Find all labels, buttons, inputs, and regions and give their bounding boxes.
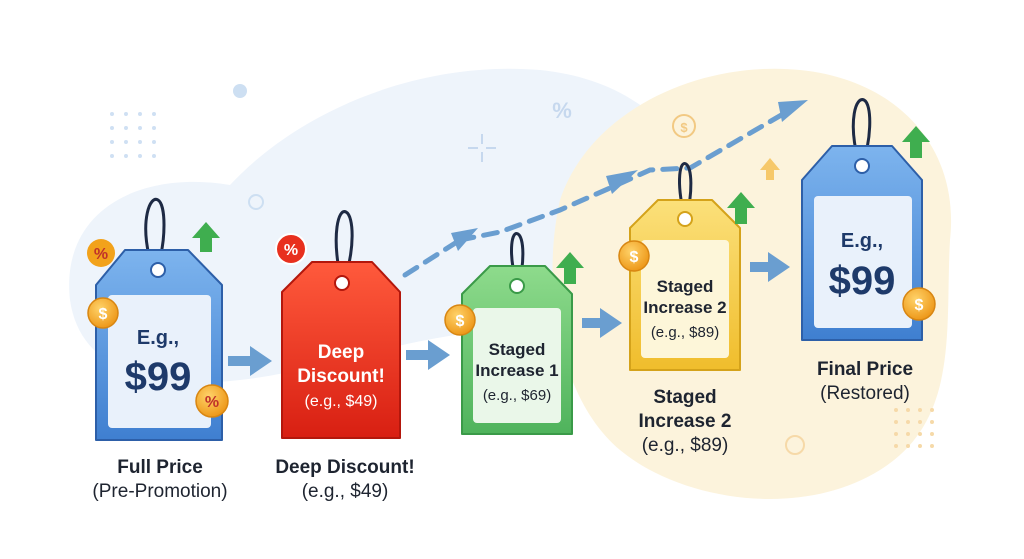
decor-circle bbox=[233, 84, 247, 98]
caption-final-price-title: Final Price bbox=[816, 359, 914, 380]
svg-text:%: % bbox=[284, 242, 298, 259]
price-tag-staged-increase-1: Staged Increase 1 (e.g., $69) bbox=[461, 232, 573, 435]
up-arrow-icon bbox=[902, 126, 930, 158]
sparkle-icon bbox=[468, 134, 496, 162]
trend-arrow-head-2 bbox=[606, 170, 638, 194]
percent-coin-icon: % bbox=[195, 384, 229, 418]
price-tag-final-price: E.g., $99 bbox=[801, 98, 923, 341]
caption-full-price: Full Price (Pre-Promotion) bbox=[60, 456, 260, 504]
caption-deep-discount-sub: (e.g., $49) bbox=[301, 481, 389, 502]
tag-3-line-1: Staged bbox=[489, 340, 546, 359]
tag-1-price: $99 bbox=[125, 355, 192, 399]
flow-arrow-3 bbox=[582, 308, 622, 338]
percent-badge-icon: % bbox=[87, 239, 115, 267]
caption-staged-increase-2-line-1: Staged bbox=[653, 387, 717, 408]
flow-arrow-4 bbox=[750, 252, 790, 282]
caption-staged-increase-2-sub: (e.g., $89) bbox=[641, 435, 729, 456]
tag-3-line-2: Increase 1 bbox=[475, 361, 558, 380]
tag-2-line-3: (e.g., $49) bbox=[305, 393, 378, 410]
flow-arrow-2 bbox=[406, 340, 450, 370]
price-tag-full-price: E.g., $99 bbox=[95, 197, 223, 441]
caption-staged-increase-2-line-2: Increase 2 bbox=[638, 411, 732, 432]
svg-text:$: $ bbox=[456, 313, 465, 330]
tag-2-line-2: Discount! bbox=[297, 366, 385, 387]
price-tag-staged-increase-2: Staged Increase 2 (e.g., $89) bbox=[629, 162, 741, 371]
trend-arrow-head-3 bbox=[778, 100, 808, 122]
caption-staged-increase-2: Staged Increase 2 (e.g., $89) bbox=[600, 386, 770, 458]
coin-icon: $ bbox=[444, 304, 476, 336]
caption-deep-discount: Deep Discount! (e.g., $49) bbox=[250, 456, 440, 504]
trend-arrow-head-1 bbox=[451, 228, 478, 251]
caption-final-price-sub: (Restored) bbox=[820, 383, 910, 404]
tag-4-line-1: Staged bbox=[657, 277, 714, 296]
caption-final-price: Final Price (Restored) bbox=[780, 358, 950, 406]
svg-text:%: % bbox=[205, 394, 219, 411]
coin-icon: $ bbox=[902, 287, 936, 321]
decor-ring bbox=[248, 194, 264, 210]
tag-3-line-3: (e.g., $69) bbox=[483, 387, 551, 404]
svg-text:%: % bbox=[94, 246, 108, 263]
svg-text:$: $ bbox=[680, 120, 688, 135]
up-arrow-icon bbox=[556, 252, 584, 284]
svg-text:$: $ bbox=[915, 297, 924, 314]
svg-text:$: $ bbox=[630, 249, 639, 266]
decor-up-arrow-icon bbox=[760, 158, 780, 180]
decor-dots-right bbox=[894, 408, 934, 448]
decor-ring-yellow bbox=[785, 435, 805, 455]
tag-2-line-1: Deep bbox=[318, 342, 364, 363]
flow-arrow-1 bbox=[228, 346, 272, 376]
decor-dots-left bbox=[110, 112, 156, 158]
tag-1-line-1: E.g., bbox=[137, 327, 179, 349]
tag-5-line-1: E.g., bbox=[841, 230, 883, 252]
caption-deep-discount-title: Deep Discount! bbox=[275, 457, 415, 478]
svg-text:$: $ bbox=[99, 306, 108, 323]
tag-4-line-2: Increase 2 bbox=[643, 298, 726, 317]
decor-percent-icon: % bbox=[552, 98, 572, 123]
tag-4-line-3: (e.g., $89) bbox=[651, 324, 719, 341]
caption-full-price-title: Full Price bbox=[117, 457, 203, 478]
up-arrow-icon bbox=[727, 192, 755, 224]
caption-full-price-sub: (Pre-Promotion) bbox=[92, 481, 228, 502]
decor-coin-icon: $ bbox=[672, 114, 696, 138]
coin-icon: $ bbox=[618, 240, 650, 272]
coin-icon: $ bbox=[87, 297, 119, 329]
price-tag-deep-discount: Deep Discount! (e.g., $49) bbox=[281, 210, 401, 439]
tag-5-price: $99 bbox=[829, 259, 896, 303]
percent-badge-red-icon: % bbox=[275, 233, 307, 265]
up-arrow-icon bbox=[192, 222, 220, 252]
